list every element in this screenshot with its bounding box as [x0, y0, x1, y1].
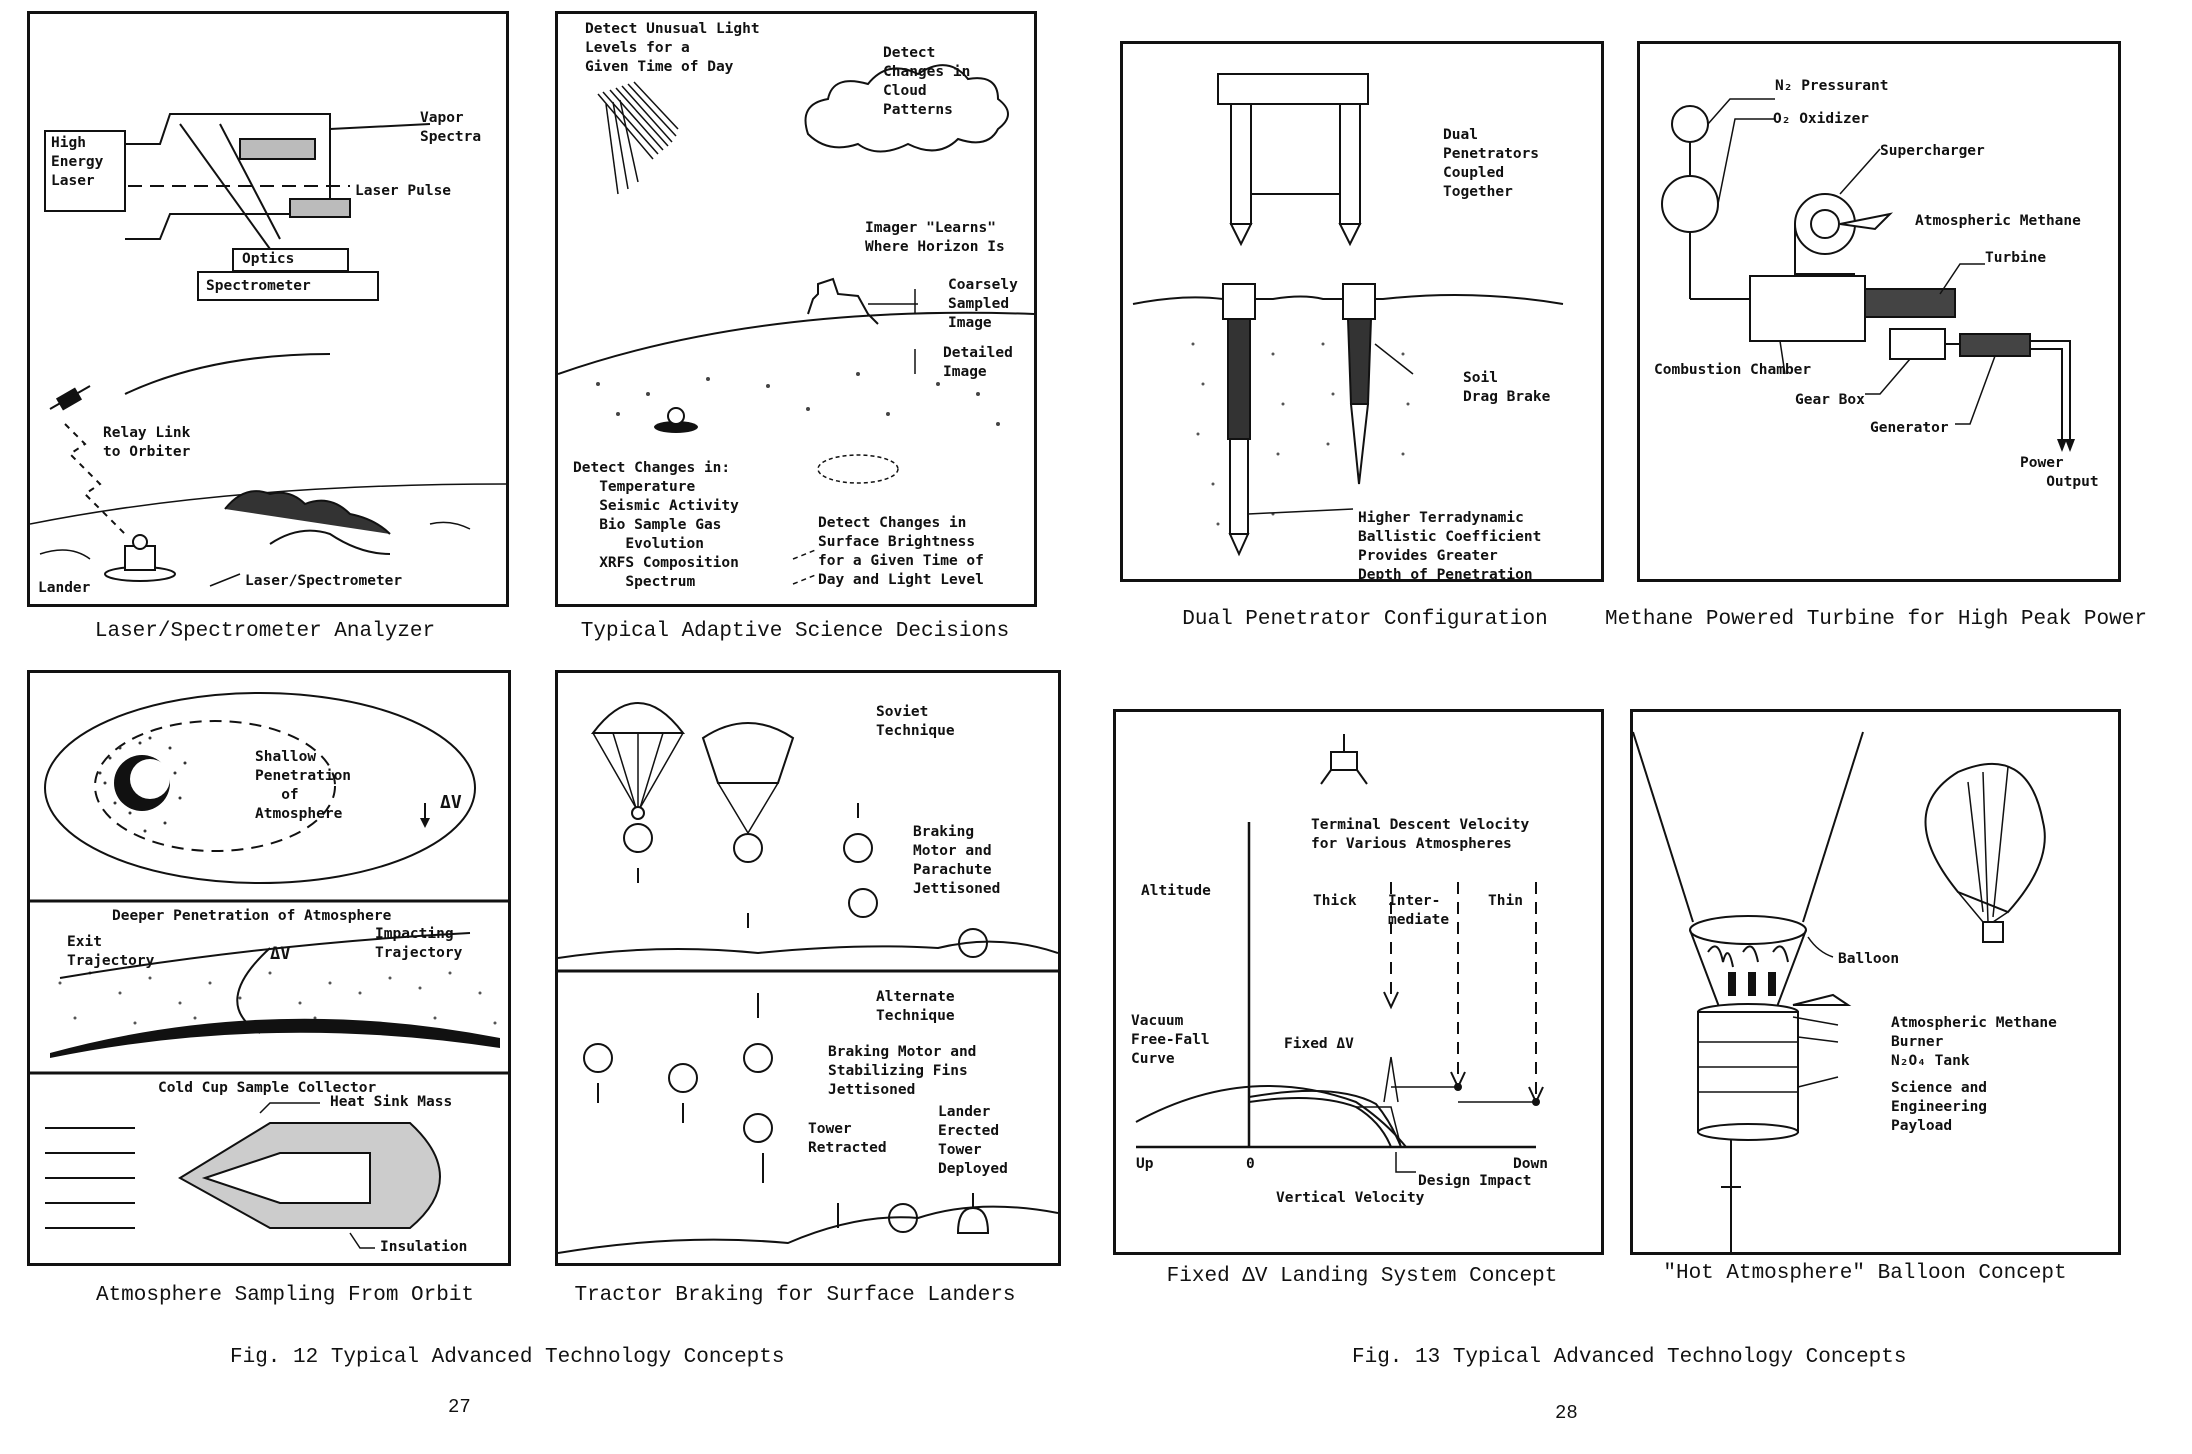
tower-retracted-label: Tower Retracted: [808, 1121, 887, 1156]
heat-sink-label: Heat Sink Mass: [330, 1094, 453, 1110]
laser-spectrometer-diagram: [30, 113, 506, 587]
insulation-label: Insulation: [380, 1239, 468, 1255]
page-number-right: 28: [1555, 1402, 1578, 1424]
imager-horizon-label: Imager "Learns" Where Horizon Is: [865, 220, 1005, 255]
laser-spectrometer-label: Laser/Spectrometer: [245, 573, 403, 589]
combustion-chamber-label: Combustion Chamber: [1654, 362, 1812, 378]
terminal-descent-label: Terminal Descent Velocity for Various At…: [1311, 817, 1530, 852]
vertical-velocity-label: Vertical Velocity: [1276, 1190, 1425, 1206]
atmospheric-methane-label: Atmospheric Methane: [1891, 1015, 2057, 1031]
design-impact-label: Design Impact: [1418, 1173, 1532, 1189]
orbiter-icon: [49, 385, 91, 411]
soil-stipple: [1191, 342, 1410, 526]
science-payload-label: Science and Engineering Payload: [1891, 1080, 1988, 1134]
exit-trajectory-label: Exit Trajectory: [67, 934, 155, 969]
power-output-label: Power Output: [2020, 455, 2099, 490]
cloud-patterns-label: Detect Changes in Cloud Patterns: [883, 45, 971, 118]
soil-drag-brake-label: Soil Drag Brake: [1463, 370, 1551, 405]
dual-penetrators-label: Dual Penetrators Coupled Together: [1443, 127, 1540, 200]
surface-brightness-label: Detect Changes in Surface Brightness for…: [818, 515, 984, 588]
figure-12-caption: Fig. 12 Typical Advanced Technology Conc…: [230, 1346, 785, 1369]
supercharger-label: Supercharger: [1880, 143, 1985, 159]
shallow-penetration-label: Shallow Penetration of Atmosphere: [255, 749, 352, 822]
deeper-penetration-label: Deeper Penetration of Atmosphere: [112, 908, 392, 924]
gear-box-label: Gear Box: [1795, 392, 1865, 408]
atmosphere-sampling-diagram: [30, 692, 508, 1249]
caption-tractor-braking: Tractor Braking for Surface Landers: [574, 1284, 1016, 1307]
burner-label: Burner: [1891, 1034, 1944, 1050]
laser-label: High Energy Laser: [51, 135, 104, 189]
generator-label: Generator: [1870, 420, 1949, 436]
panel-methane-turbine: N₂ Pressurant O₂ Oxidizer Supercharger A…: [1637, 41, 2121, 582]
caption-atmosphere-sampling: Atmosphere Sampling From Orbit: [95, 1284, 475, 1307]
caption-fixed-delta-v: Fixed ΔV Landing System Concept: [1166, 1265, 1558, 1288]
lander-label: Lander: [38, 580, 91, 596]
panel-laser-spectrometer: High Energy Laser Vapor Spectra Laser Pu…: [27, 11, 509, 607]
panel-fixed-delta-v: Terminal Descent Velocity for Various At…: [1113, 709, 1604, 1255]
altitude-label: Altitude: [1141, 883, 1211, 899]
n2-pressurant-label: N₂ Pressurant: [1775, 78, 1889, 94]
fixed-delta-v-label: Fixed ΔV: [1284, 1036, 1354, 1052]
detailed-image-label: Detailed Image: [943, 345, 1013, 380]
vacuum-free-fall-label: Vacuum Free-Fall Curve: [1131, 1013, 1210, 1067]
caption-hot-balloon: "Hot Atmosphere" Balloon Concept: [1663, 1262, 2067, 1285]
spectrometer-label: Spectrometer: [206, 278, 311, 294]
delta-v-2-label: ΔV: [270, 944, 291, 964]
methane-turbine-diagram: [1661, 98, 2075, 452]
n2o4-tank-label: N₂O₄ Tank: [1891, 1053, 1970, 1069]
balloon-label: Balloon: [1838, 951, 1900, 967]
braking-motor-fins-label: Braking Motor and Stabilizing Fins Jetti…: [828, 1044, 977, 1098]
terradynamic-label: Higher Terradynamic Ballistic Coefficien…: [1358, 510, 1542, 582]
turbine-label: Turbine: [1985, 250, 2047, 266]
thick-label: Thick: [1313, 893, 1357, 909]
down-label: Down: [1513, 1156, 1548, 1172]
hot-balloon-diagram: [1633, 731, 2046, 1252]
caption-dual-penetrator: Dual Penetrator Configuration: [1182, 608, 1548, 631]
cold-cup-label: Cold Cup Sample Collector: [158, 1080, 377, 1096]
impacting-trajectory-label: Impacting Trajectory: [375, 926, 463, 961]
fixed-delta-v-chart: [1135, 734, 1544, 1173]
dual-penetrator-diagram: [1132, 73, 1564, 557]
figure-13-caption: Fig. 13 Typical Advanced Technology Conc…: [1352, 1346, 1907, 1369]
up-label: Up: [1136, 1156, 1154, 1172]
optics-label: Optics: [242, 251, 295, 267]
caption-methane-turbine: Methane Powered Turbine for High Peak Po…: [1605, 608, 2147, 631]
adaptive-science-diagram: [558, 64, 1034, 585]
detect-changes-label: Detect Changes in: Temperature Seismic A…: [573, 460, 739, 590]
alternate-technique-label: Alternate Technique: [876, 989, 955, 1024]
o2-oxidizer-label: O₂ Oxidizer: [1773, 111, 1870, 127]
zero-label: 0: [1246, 1156, 1255, 1172]
soviet-technique-label: Soviet Technique: [876, 704, 955, 739]
surface-texture: [596, 372, 1000, 426]
caption-laser-spectrometer: Laser/Spectrometer Analyzer: [94, 620, 436, 643]
panel-atmosphere-sampling: Shallow Penetration of Atmosphere ΔV Dee…: [27, 670, 511, 1266]
tractor-braking-diagram: [558, 702, 1058, 1254]
atmospheric-methane-label: Atmospheric Methane: [1915, 213, 2081, 229]
page-number-left: 27: [448, 1396, 471, 1418]
laser-pulse-label: Laser Pulse: [355, 183, 452, 199]
relay-link-label: Relay Link to Orbiter: [103, 425, 191, 460]
panel-tractor-braking: Soviet Technique Braking Motor and Parac…: [555, 670, 1061, 1266]
lander-icon: [104, 534, 176, 582]
braking-motor-parachute-label: Braking Motor and Parachute Jettisoned: [913, 824, 1001, 897]
light-levels-label: Detect Unusual Light Levels for a Given …: [585, 21, 760, 75]
lander-tower-deployed-label: Lander Erected Tower Deployed: [938, 1104, 1008, 1177]
caption-adaptive-science: Typical Adaptive Science Decisions: [580, 620, 1010, 643]
panel-adaptive-science: Detect Unusual Light Levels for a Given …: [555, 11, 1037, 607]
delta-v-label: ΔV: [440, 792, 462, 813]
lander-icon: [654, 407, 698, 433]
lander-icon: [1320, 734, 1368, 785]
thin-label: Thin: [1488, 893, 1523, 909]
coarse-image-label: Coarsely Sampled Image: [948, 277, 1018, 331]
vapor-spectra-label: Vapor Spectra: [420, 110, 482, 145]
panel-dual-penetrator: Dual Penetrators Coupled Together Soil D…: [1120, 41, 1604, 582]
intermediate-label: Inter- mediate: [1388, 893, 1450, 928]
panel-hot-balloon: Balloon Atmospheric Methane Burner N₂O₄ …: [1630, 709, 2121, 1255]
light-rays: [597, 81, 679, 195]
flow-arrows: [45, 1127, 135, 1229]
atmosphere-stipple: [58, 971, 497, 1025]
